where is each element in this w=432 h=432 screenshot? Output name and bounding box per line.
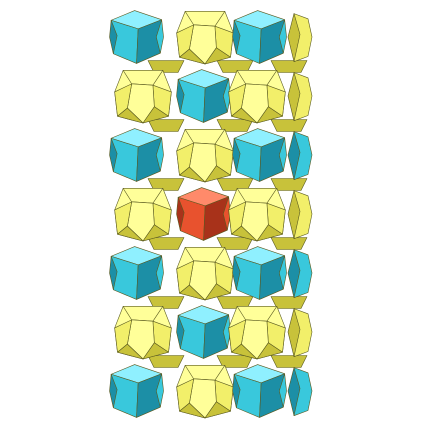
cyan-polyhedron-r6-c0-right-pinch bbox=[155, 373, 164, 408]
back-gap-3-2 bbox=[270, 237, 308, 250]
cyan-polyhedron-r6-c2-right-pinch bbox=[278, 373, 287, 408]
cyan-polyhedron-r2-c0 bbox=[109, 128, 164, 182]
back-gap-5-1 bbox=[216, 355, 254, 368]
yellow-polyhedron-r5-c2 bbox=[228, 306, 286, 360]
yellow-polyhedron-r3-c2-bottom-right-face bbox=[256, 224, 283, 242]
yellow-polyhedron-r1-c3 bbox=[287, 72, 313, 121]
yellow-polyhedron-r2-c1-bottom-right-face bbox=[204, 165, 231, 183]
yellow-polyhedron-r3-c0 bbox=[114, 188, 172, 242]
yellow-polyhedron-r5-c0 bbox=[114, 306, 172, 360]
cyan-polyhedron-r6-c2 bbox=[232, 364, 287, 418]
yellow-polyhedron-r0-c3-edge bbox=[287, 13, 301, 63]
cyan-polyhedron-r2-c0-left-pinch bbox=[109, 137, 118, 173]
cyan-polyhedron-r6-c2-left-pinch bbox=[232, 373, 241, 409]
cyan-polyhedron-r6-c0-left-pinch bbox=[109, 373, 118, 409]
cyan-polyhedron-r4-c0-left-pinch bbox=[109, 255, 118, 291]
yellow-polyhedron-r5-c2-bottom-left-face bbox=[231, 343, 258, 360]
yellow-polyhedron-r5-c3-edge bbox=[287, 308, 301, 358]
yellow-polyhedron-r1-c3-edge bbox=[287, 72, 301, 121]
back-gap-3-1 bbox=[216, 237, 254, 250]
cyan-polyhedron-r0-c2-left-pinch bbox=[232, 19, 241, 55]
yellow-polyhedron-r1-c0-bottom-right-face bbox=[142, 106, 169, 124]
front-polyhedra-layer bbox=[109, 10, 313, 419]
cyan-polyhedron-r2-c0-right-pinch bbox=[155, 137, 164, 172]
yellow-polyhedron-r2-c1 bbox=[176, 129, 234, 183]
yellow-polyhedron-r5-c3 bbox=[287, 308, 313, 358]
yellow-polyhedron-r3-c3 bbox=[287, 190, 313, 239]
yellow-polyhedron-r3-c0-bottom-left-face bbox=[117, 225, 144, 242]
yellow-polyhedron-r5-c0-bottom-left-face bbox=[117, 343, 144, 360]
back-gap-1-1 bbox=[216, 119, 254, 132]
red-polyhedron-r3-c1-left-pinch bbox=[176, 196, 185, 232]
cyan-polyhedron-r4-c2 bbox=[232, 246, 287, 300]
cyan-polyhedron-r0-c0 bbox=[109, 10, 164, 64]
cyan-polyhedron-r2-c3-edge bbox=[287, 131, 301, 180]
cyan-polyhedron-r5-c1 bbox=[176, 305, 231, 359]
cyan-polyhedron-r4-c0 bbox=[109, 246, 164, 300]
cyan-polyhedron-r0-c0-left-pinch bbox=[109, 19, 118, 55]
yellow-polyhedron-r6-c1-bottom-left-face bbox=[179, 402, 206, 419]
yellow-polyhedron-r5-c0-bottom-right-face bbox=[142, 342, 169, 360]
cyan-polyhedron-r2-c2 bbox=[232, 128, 287, 182]
yellow-polyhedron-r3-c3-edge bbox=[287, 190, 301, 239]
back-gap-0-0 bbox=[147, 60, 185, 73]
cyan-polyhedron-r0-c2 bbox=[232, 10, 287, 64]
yellow-polyhedron-r1-c2-bottom-right-face bbox=[256, 106, 283, 124]
yellow-polyhedron-r6-c1 bbox=[176, 365, 234, 419]
cyan-polyhedron-r5-c1-left-pinch bbox=[176, 314, 185, 350]
yellow-polyhedron-r0-c1-bottom-right-face bbox=[204, 47, 231, 65]
back-gap-3-0 bbox=[147, 237, 185, 250]
cyan-polyhedron-r4-c2-right-pinch bbox=[278, 255, 287, 290]
cyan-polyhedron-r0-c2-right-pinch bbox=[278, 19, 287, 54]
back-gap-4-0 bbox=[147, 296, 185, 309]
yellow-polyhedron-r3-c0-bottom-right-face bbox=[142, 224, 169, 242]
back-gap-5-2 bbox=[270, 355, 308, 368]
yellow-polyhedron-r3-c2 bbox=[228, 188, 286, 242]
cyan-polyhedron-r1-c1-left-pinch bbox=[176, 78, 185, 114]
yellow-polyhedron-r0-c1 bbox=[176, 11, 234, 65]
cyan-polyhedron-r6-c3 bbox=[287, 367, 313, 417]
cyan-polyhedron-r4-c2-left-pinch bbox=[232, 255, 241, 291]
cyan-polyhedron-r6-c0 bbox=[109, 364, 164, 418]
yellow-polyhedron-r1-c2 bbox=[228, 70, 286, 124]
back-gap-1-0 bbox=[147, 119, 185, 132]
back-gap-5-0 bbox=[147, 355, 185, 368]
yellow-polyhedron-r4-c1-bottom-left-face bbox=[179, 284, 206, 301]
cyan-polyhedron-r2-c3 bbox=[287, 131, 313, 180]
yellow-polyhedron-r6-c1-bottom-right-face bbox=[204, 401, 231, 419]
cyan-polyhedron-r1-c1 bbox=[176, 69, 231, 123]
yellow-polyhedron-r2-c1-bottom-left-face bbox=[179, 166, 206, 183]
yellow-polyhedron-r1-c0-bottom-left-face bbox=[117, 107, 144, 124]
yellow-polyhedron-r1-c0 bbox=[114, 70, 172, 124]
yellow-polyhedron-r1-c2-bottom-left-face bbox=[231, 107, 258, 124]
cyan-polyhedron-r6-c3-edge bbox=[287, 367, 301, 417]
cyan-polyhedron-r4-c3 bbox=[287, 249, 313, 299]
back-gap-2-0 bbox=[147, 178, 185, 191]
cyan-polyhedron-r2-c2-left-pinch bbox=[232, 137, 241, 173]
cyan-polyhedron-r2-c2-right-pinch bbox=[278, 137, 287, 172]
cyan-polyhedron-r4-c3-edge bbox=[287, 249, 301, 299]
yellow-polyhedron-r4-c1 bbox=[176, 247, 234, 301]
yellow-polyhedron-r0-c3 bbox=[287, 13, 313, 63]
yellow-polyhedron-r0-c1-bottom-left-face bbox=[179, 48, 206, 65]
cyan-polyhedron-r4-c0-right-pinch bbox=[155, 255, 164, 290]
red-polyhedron-r3-c1 bbox=[176, 187, 231, 241]
yellow-polyhedron-r3-c2-bottom-left-face bbox=[231, 225, 258, 242]
back-gap-1-2 bbox=[270, 119, 308, 132]
yellow-polyhedron-r4-c1-bottom-right-face bbox=[204, 283, 231, 301]
back-polyhedra-layer bbox=[147, 60, 308, 368]
cyan-polyhedron-r0-c0-right-pinch bbox=[155, 19, 164, 54]
yellow-polyhedron-r5-c2-bottom-right-face bbox=[256, 342, 283, 360]
